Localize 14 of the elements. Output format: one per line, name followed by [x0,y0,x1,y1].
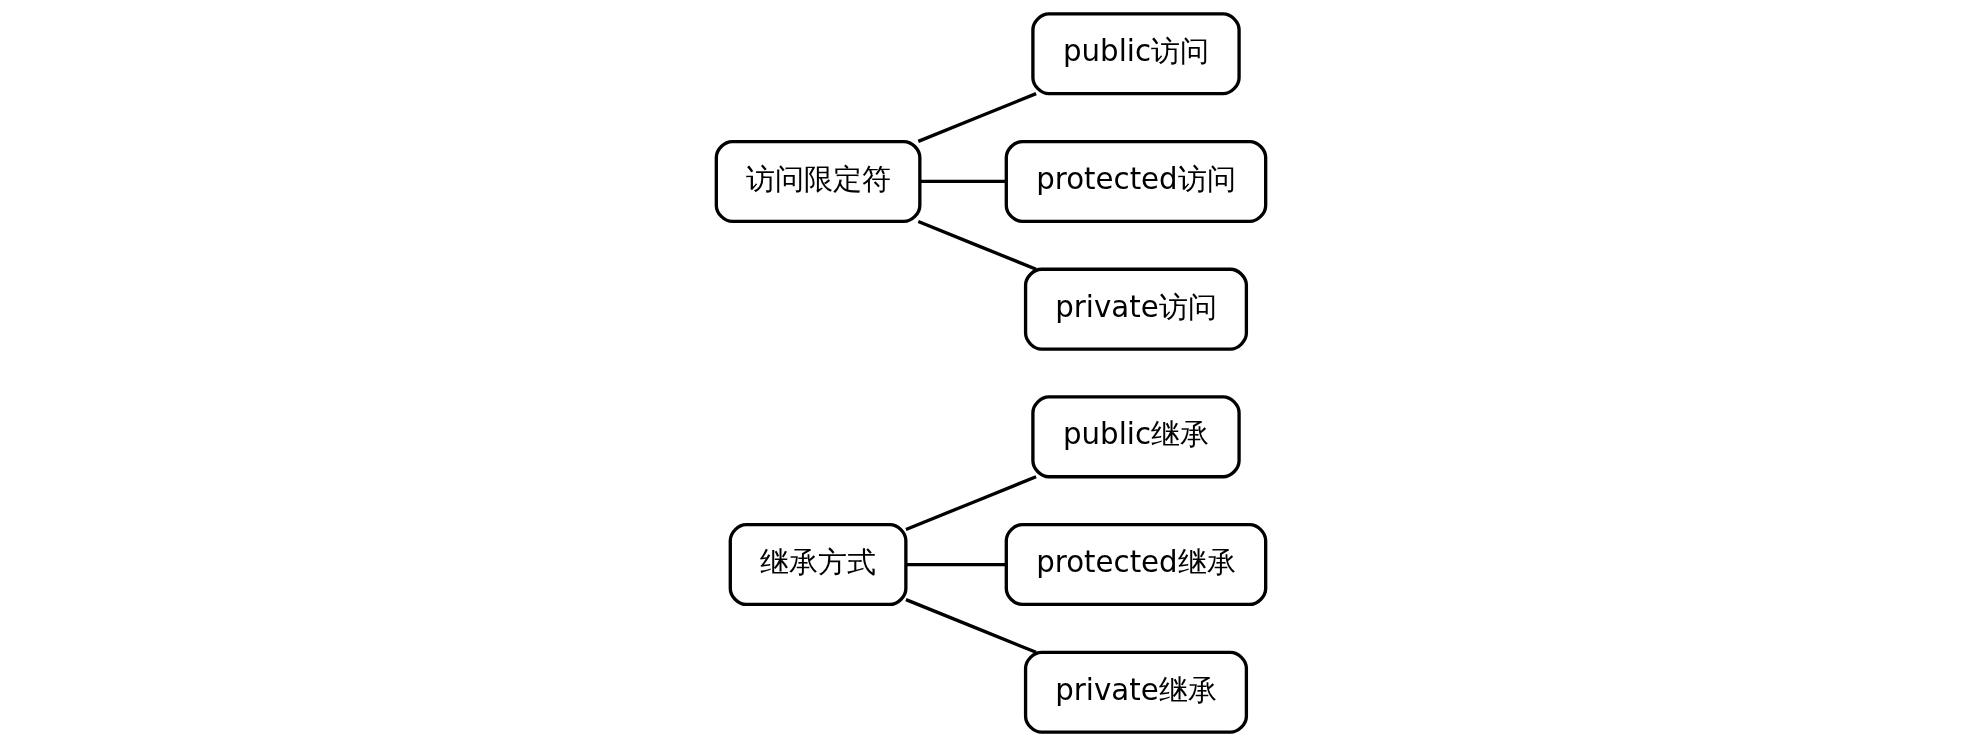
node-box: public访问 [1030,12,1241,96]
node-box: public继承 [1030,395,1241,479]
node-box: private继承 [1023,650,1248,734]
connector [919,179,1006,184]
connector [917,219,1037,271]
connector [904,475,1037,532]
node-box: 继承方式 [728,522,908,607]
node-box: protected访问 [1004,139,1267,224]
connector [905,562,1006,567]
node-box: private访问 [1023,267,1248,351]
node-box: protected继承 [1004,522,1267,607]
connector [917,92,1037,143]
node-box: 访问限定符 [714,139,921,224]
connector [904,598,1037,654]
